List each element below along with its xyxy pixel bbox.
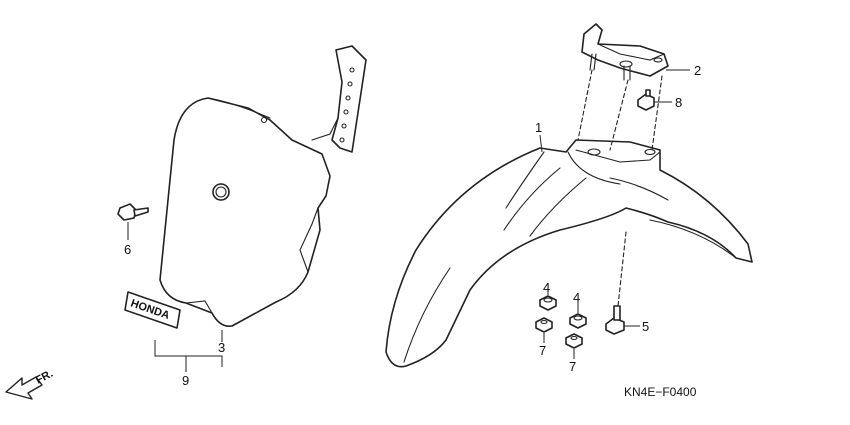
nut-7-right	[565, 333, 583, 349]
forward-arrow-icon: FR.	[5, 368, 55, 400]
callout-7-left: 7	[539, 343, 546, 358]
callout-7-right: 7	[569, 359, 576, 374]
callout-4-right: 4	[573, 290, 580, 305]
bolt-5	[605, 305, 625, 335]
front-fender	[385, 139, 753, 368]
callout-9: 9	[182, 373, 189, 388]
nut-7-left	[535, 317, 553, 333]
washer-4-right	[569, 313, 587, 329]
bolt-6	[117, 203, 149, 221]
leader-lines	[127, 69, 690, 372]
bolt-8	[637, 89, 655, 111]
fender-bracket	[581, 23, 669, 81]
washer-4-left	[539, 295, 557, 311]
number-plate	[159, 45, 367, 328]
callout-3: 3	[218, 340, 225, 355]
plate-hole	[212, 183, 230, 201]
callout-5: 5	[642, 319, 649, 334]
callout-4-left: 4	[543, 280, 550, 295]
direction-label: FR.	[34, 368, 55, 387]
callout-1: 1	[535, 120, 542, 135]
strap-holes	[339, 67, 355, 143]
diagram-code: KN4E−F0400	[624, 385, 697, 399]
assembly-lines	[577, 69, 663, 307]
callout-6: 6	[124, 242, 131, 257]
callout-8: 8	[675, 95, 682, 110]
callout-2: 2	[694, 63, 701, 78]
